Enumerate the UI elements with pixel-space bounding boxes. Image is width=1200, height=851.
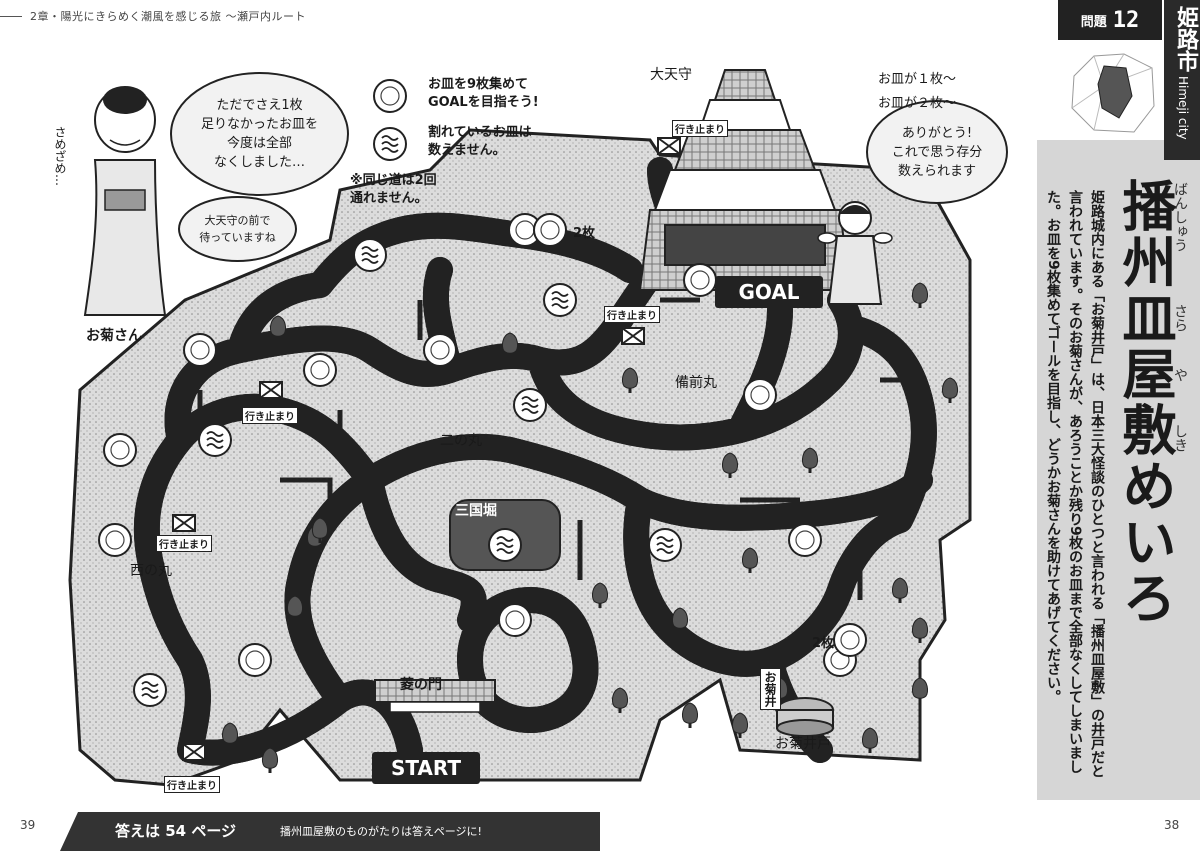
hishi-gate-label: 菱の門 xyxy=(400,677,442,693)
page-number-right: 38 xyxy=(1164,818,1180,832)
broken-plate-legend-icon xyxy=(373,127,407,161)
okiku-happy-illustration xyxy=(817,201,893,305)
start-sign: START xyxy=(372,752,480,784)
question-tab: 問題 12 xyxy=(1058,0,1162,40)
puzzle-description: 姫路城内にある「お菊井戸」は、日本三大怪談のひとつと言われる「播州皿屋敷」の井戸… xyxy=(1045,190,1105,778)
answer-page-text: 答えは 54 ページ xyxy=(115,822,237,840)
answer-note-text: 播州皿屋敷のものがたりは答えページに! xyxy=(280,825,482,838)
dead-end-label: 行き止まり xyxy=(156,535,212,552)
question-label: 問題 xyxy=(1080,14,1107,30)
two-plates-right-label: 2枚 xyxy=(812,636,835,651)
dead-end-label: 行き止まり xyxy=(604,306,660,323)
rule-collect-text: お皿を9枚集めて GOALを目指そう! xyxy=(428,77,539,110)
rule-same-road-text: ※同じ道は2回 通れません。 xyxy=(350,173,437,206)
answer-banner xyxy=(60,812,600,851)
mikuni-label: 三国堀 xyxy=(455,503,497,519)
hishi-gate-illustration xyxy=(374,679,496,713)
okiku-well-sign: お菊井 xyxy=(760,668,781,710)
nishinomaru-label: 西の丸 xyxy=(130,563,172,579)
okiku-waiting-bubble: 大天守の前で 待っていますね xyxy=(178,196,297,262)
city-locator-map xyxy=(1071,53,1155,133)
page-number-left: 39 xyxy=(20,818,36,832)
goal-sign: GOAL xyxy=(715,276,823,308)
okiku-well-label: お菊井戸 xyxy=(775,736,831,752)
chapter-heading: 2章・陽光にきらめく潮風を感じる旅 〜瀬戸内ルート xyxy=(30,10,306,23)
thanks-bubble: ありがとう! これで思う存分 数えられます xyxy=(866,100,1008,204)
dead-end-markers xyxy=(172,137,681,761)
okiku-character-illustration xyxy=(83,86,167,316)
okiku-well-illustration xyxy=(776,697,834,737)
ninomaru-label: 二の丸 xyxy=(440,433,482,449)
city-name-en: Himeji city xyxy=(1176,76,1190,140)
title-ruby-ya: や xyxy=(1172,368,1188,382)
okiku-main-bubble: ただでさえ1枚 足りなかったお皿を 今度は全部 なくしました… xyxy=(170,72,349,196)
title-ruby-shiki: しき xyxy=(1172,424,1188,452)
maze-map xyxy=(68,69,972,787)
dead-end-label: 行き止まり xyxy=(242,407,298,424)
puzzle-title: 播州皿屋敷めいろ xyxy=(1113,178,1176,626)
title-ruby-banshu: ばんしゅう xyxy=(1172,182,1188,252)
title-ruby-sara: さら xyxy=(1172,304,1188,332)
header-rule xyxy=(0,16,22,17)
dead-end-label: 行き止まり xyxy=(672,120,728,137)
okiku-sob-text: さめざめ… xyxy=(53,126,67,186)
city-name: 姫路市 xyxy=(1173,6,1198,72)
question-number: 12 xyxy=(1112,7,1140,33)
dead-end-label: 行き止まり xyxy=(164,776,220,793)
two-plates-top-label: 2枚 xyxy=(573,226,596,241)
plate-legend-icon xyxy=(373,79,407,113)
okiku-name-label: お菊さん xyxy=(86,328,142,344)
tenshu-label: 大天守 xyxy=(650,67,692,83)
rule-broken-text: 割れているお皿は 数えません。 xyxy=(428,125,532,158)
castle-keep-illustration xyxy=(638,69,852,291)
bizen-label: 備前丸 xyxy=(675,375,717,391)
description-panel xyxy=(1037,140,1200,800)
city-strip xyxy=(1164,0,1200,160)
counting-text: お皿が１枚〜 お皿が２枚〜 xyxy=(878,72,957,111)
